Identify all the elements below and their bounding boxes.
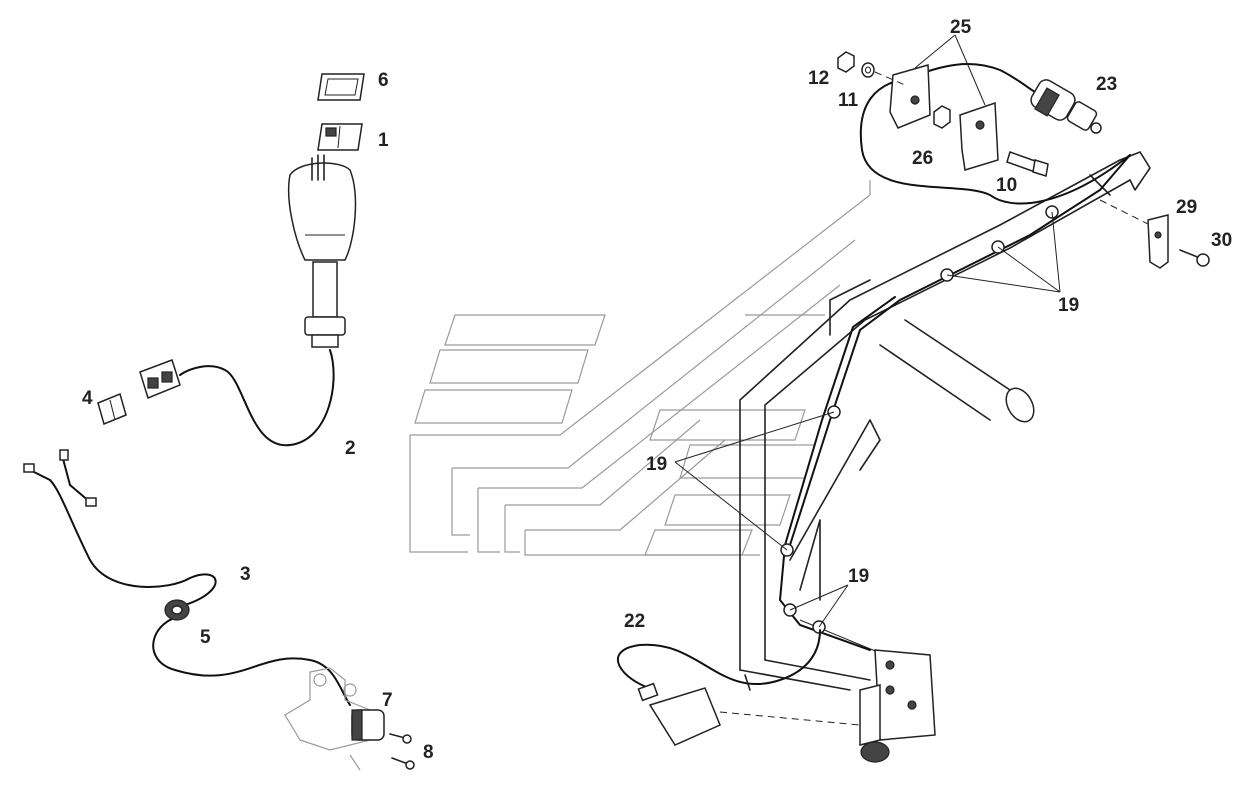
- label-19-lower: 19: [848, 566, 869, 587]
- clip-axis-line: [1099, 199, 1151, 226]
- label-3: 3: [240, 564, 251, 585]
- sensor-22: [637, 682, 721, 746]
- sensor-axis-line: [719, 711, 861, 726]
- part-labels: 6 1 4 2 3 5 7 8 12 11 25 23 26 10 29 30 …: [82, 17, 1232, 763]
- joystick-cable-2: [179, 349, 335, 447]
- switch-7: [351, 709, 385, 741]
- mounting-plate: [284, 667, 371, 771]
- screw-30: [1179, 249, 1210, 267]
- label-11: 11: [838, 90, 859, 111]
- bracket-25: [889, 34, 999, 171]
- label-1: 1: [378, 130, 389, 151]
- bolt-10: [1006, 151, 1049, 177]
- harness-cable-19: [778, 154, 1131, 651]
- grommet-5: [164, 599, 190, 621]
- background-frame-outline: [409, 180, 871, 556]
- label-19-middle: 19: [646, 454, 667, 475]
- joystick-handle: [287, 154, 357, 348]
- harness-3: [23, 449, 351, 706]
- label-22: 22: [624, 611, 645, 632]
- label-26: 26: [912, 148, 933, 169]
- label-10: 10: [996, 175, 1017, 196]
- label-19-upper: 19: [1058, 295, 1079, 316]
- screw-8: [389, 733, 415, 770]
- label-7: 7: [382, 690, 393, 711]
- label-23: 23: [1096, 74, 1117, 95]
- label-4: 4: [82, 388, 93, 409]
- label-12: 12: [808, 68, 829, 89]
- label-8: 8: [423, 742, 434, 763]
- switch-cover-6: [317, 73, 365, 101]
- label-29: 29: [1176, 197, 1197, 218]
- socket-cable: [859, 63, 1131, 205]
- valve-block: [859, 649, 936, 763]
- clip-29: [1147, 214, 1169, 269]
- switch-1: [317, 123, 363, 151]
- label-5: 5: [200, 627, 211, 648]
- loader-arm-frame: [739, 151, 1151, 691]
- nut-12: [837, 51, 855, 73]
- label-6: 6: [378, 70, 389, 91]
- label-25: 25: [950, 17, 972, 38]
- connector-2: [139, 359, 181, 400]
- leader-lines-19: [674, 211, 1061, 628]
- label-30: 30: [1211, 230, 1232, 251]
- connector-4: [97, 392, 127, 426]
- fastener-axis-line: [874, 71, 906, 86]
- washer-11: [861, 62, 875, 78]
- sensor-cable-22: [617, 629, 821, 691]
- nut-26: [933, 105, 951, 129]
- label-2: 2: [345, 438, 356, 459]
- power-socket-23: [1030, 79, 1102, 134]
